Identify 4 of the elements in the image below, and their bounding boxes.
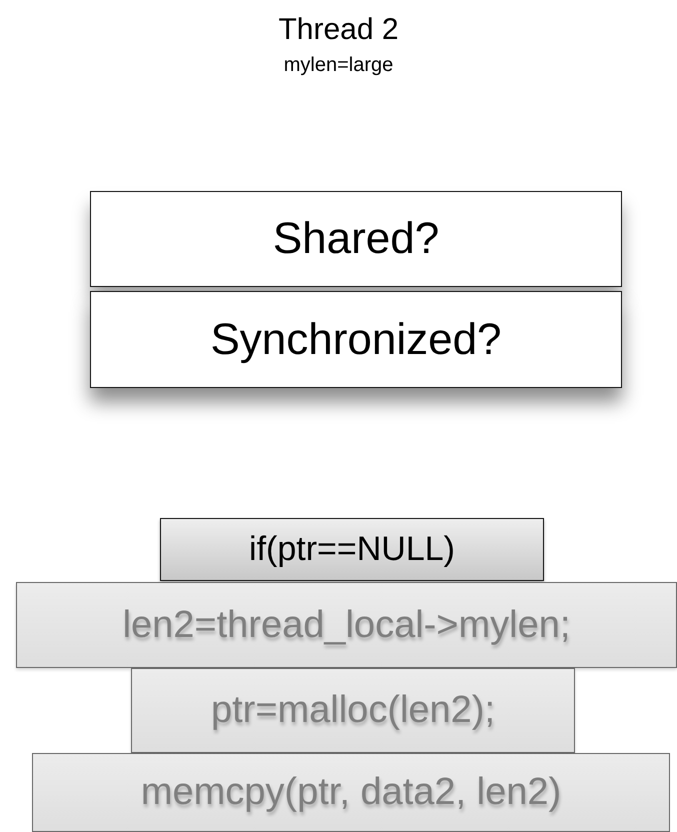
question-box: Shared?: [90, 191, 622, 287]
subtitle-label: mylen=large: [282, 52, 394, 78]
question-box: Synchronized?: [90, 291, 622, 388]
title: Thread 2: [277, 12, 400, 48]
